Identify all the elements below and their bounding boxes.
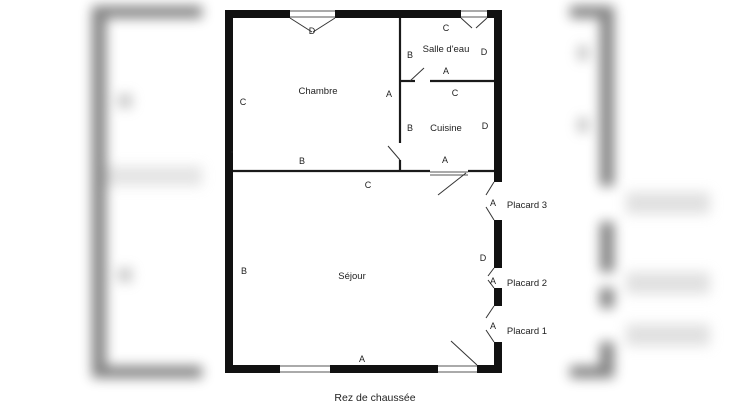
wall-label: A [490,276,496,286]
doors [289,17,495,366]
door-chambre [387,145,401,161]
door-entree [450,340,478,366]
wall-label: C [365,180,372,190]
windows [280,10,487,373]
door-sejour-cuisine [437,172,467,196]
wall-label: A [386,89,392,99]
wall-label: D [482,121,489,131]
wall-label: A [359,354,365,364]
room-label-placard-3: Placard 3 [507,200,547,211]
wall-top-middle [335,10,461,18]
door-placard1 [485,305,495,319]
door-placard3 [485,181,495,196]
room-label-sejour: Séjour [338,271,365,282]
wall-label: A [442,155,448,165]
wall-label: A [443,66,449,76]
wall-bottom-middle [330,365,438,373]
wall-label: D [481,47,488,57]
door-chambre-top [289,17,313,33]
outer-walls [225,10,502,373]
blurred-background-left [92,6,202,378]
wall-bottom-right [477,365,502,373]
wall-label: C [240,97,247,107]
wall-top-left [225,10,290,18]
wall-label: D [480,253,487,263]
wall-left [225,10,233,373]
room-label-placard-2: Placard 2 [507,278,547,289]
wall-label: C [452,88,459,98]
wall-right-mid [494,220,502,268]
wall-bottom-left [225,365,280,373]
wall-label: C [443,23,450,33]
wall-label: B [407,123,413,133]
wall-label: D [309,26,316,36]
room-label-chambre: Chambre [298,86,337,97]
room-label-placard-1: Placard 1 [507,326,547,337]
wall-label: A [490,198,496,208]
room-label-cuisine: Cuisine [430,123,462,134]
door-salle-bottom [409,67,425,82]
wall-label: B [241,266,247,276]
room-label-salle-deau: Salle d'eau [423,44,470,55]
wall-right-top [494,10,502,182]
plan-caption: Rez de chaussée [334,392,416,404]
wall-label: A [490,321,496,331]
wall-right-lower [494,288,502,306]
room-labels: Chambre Salle d'eau Cuisine Séjour Placa… [298,44,547,337]
wall-label: B [407,50,413,60]
blurred-background-right [570,6,720,378]
interior-walls [233,18,494,173]
wall-label: B [299,156,305,166]
door-placard2 [487,267,495,277]
door-salle-top [460,17,473,29]
wall-letter-labels: D C A B C B D A C B D A C B D A A A A [240,23,496,364]
wall-right-bottom [494,342,502,373]
